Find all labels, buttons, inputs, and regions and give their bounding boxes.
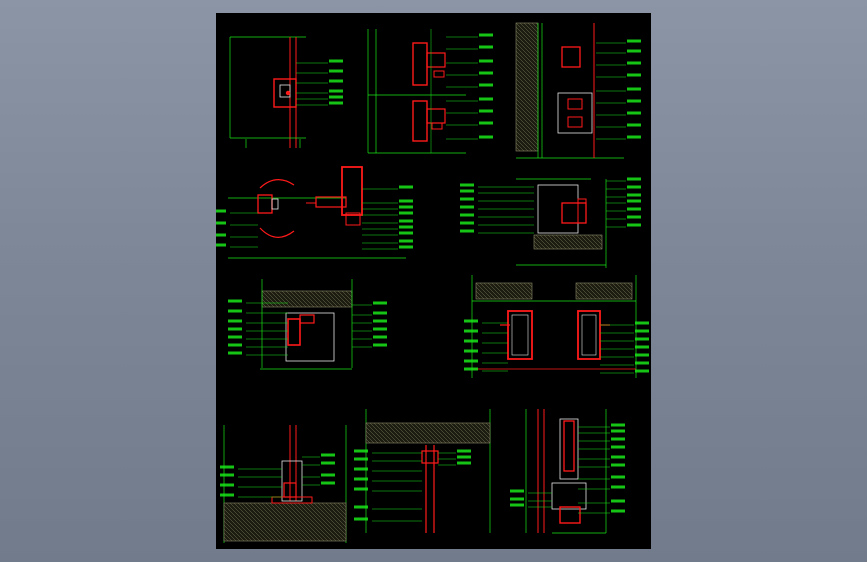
detail-ceiling-box-section bbox=[228, 279, 387, 370]
detail-mullion-double-section bbox=[367, 29, 493, 154]
detail-twin-mullion-ceiling-section bbox=[464, 275, 649, 378]
detail-ceiling-hanger-section bbox=[354, 409, 491, 533]
detail-corner-mullion-plan bbox=[216, 166, 413, 259]
detail-mullion-box-section bbox=[460, 177, 641, 268]
detail-mullion-joint-plan bbox=[229, 36, 343, 148]
cad-drawing bbox=[216, 22, 649, 543]
detail-floor-base-section bbox=[220, 425, 347, 543]
detail-wall-bracket-section bbox=[515, 22, 641, 159]
drawing-sheet bbox=[216, 13, 651, 549]
detail-vertical-anchor-section bbox=[510, 409, 625, 534]
